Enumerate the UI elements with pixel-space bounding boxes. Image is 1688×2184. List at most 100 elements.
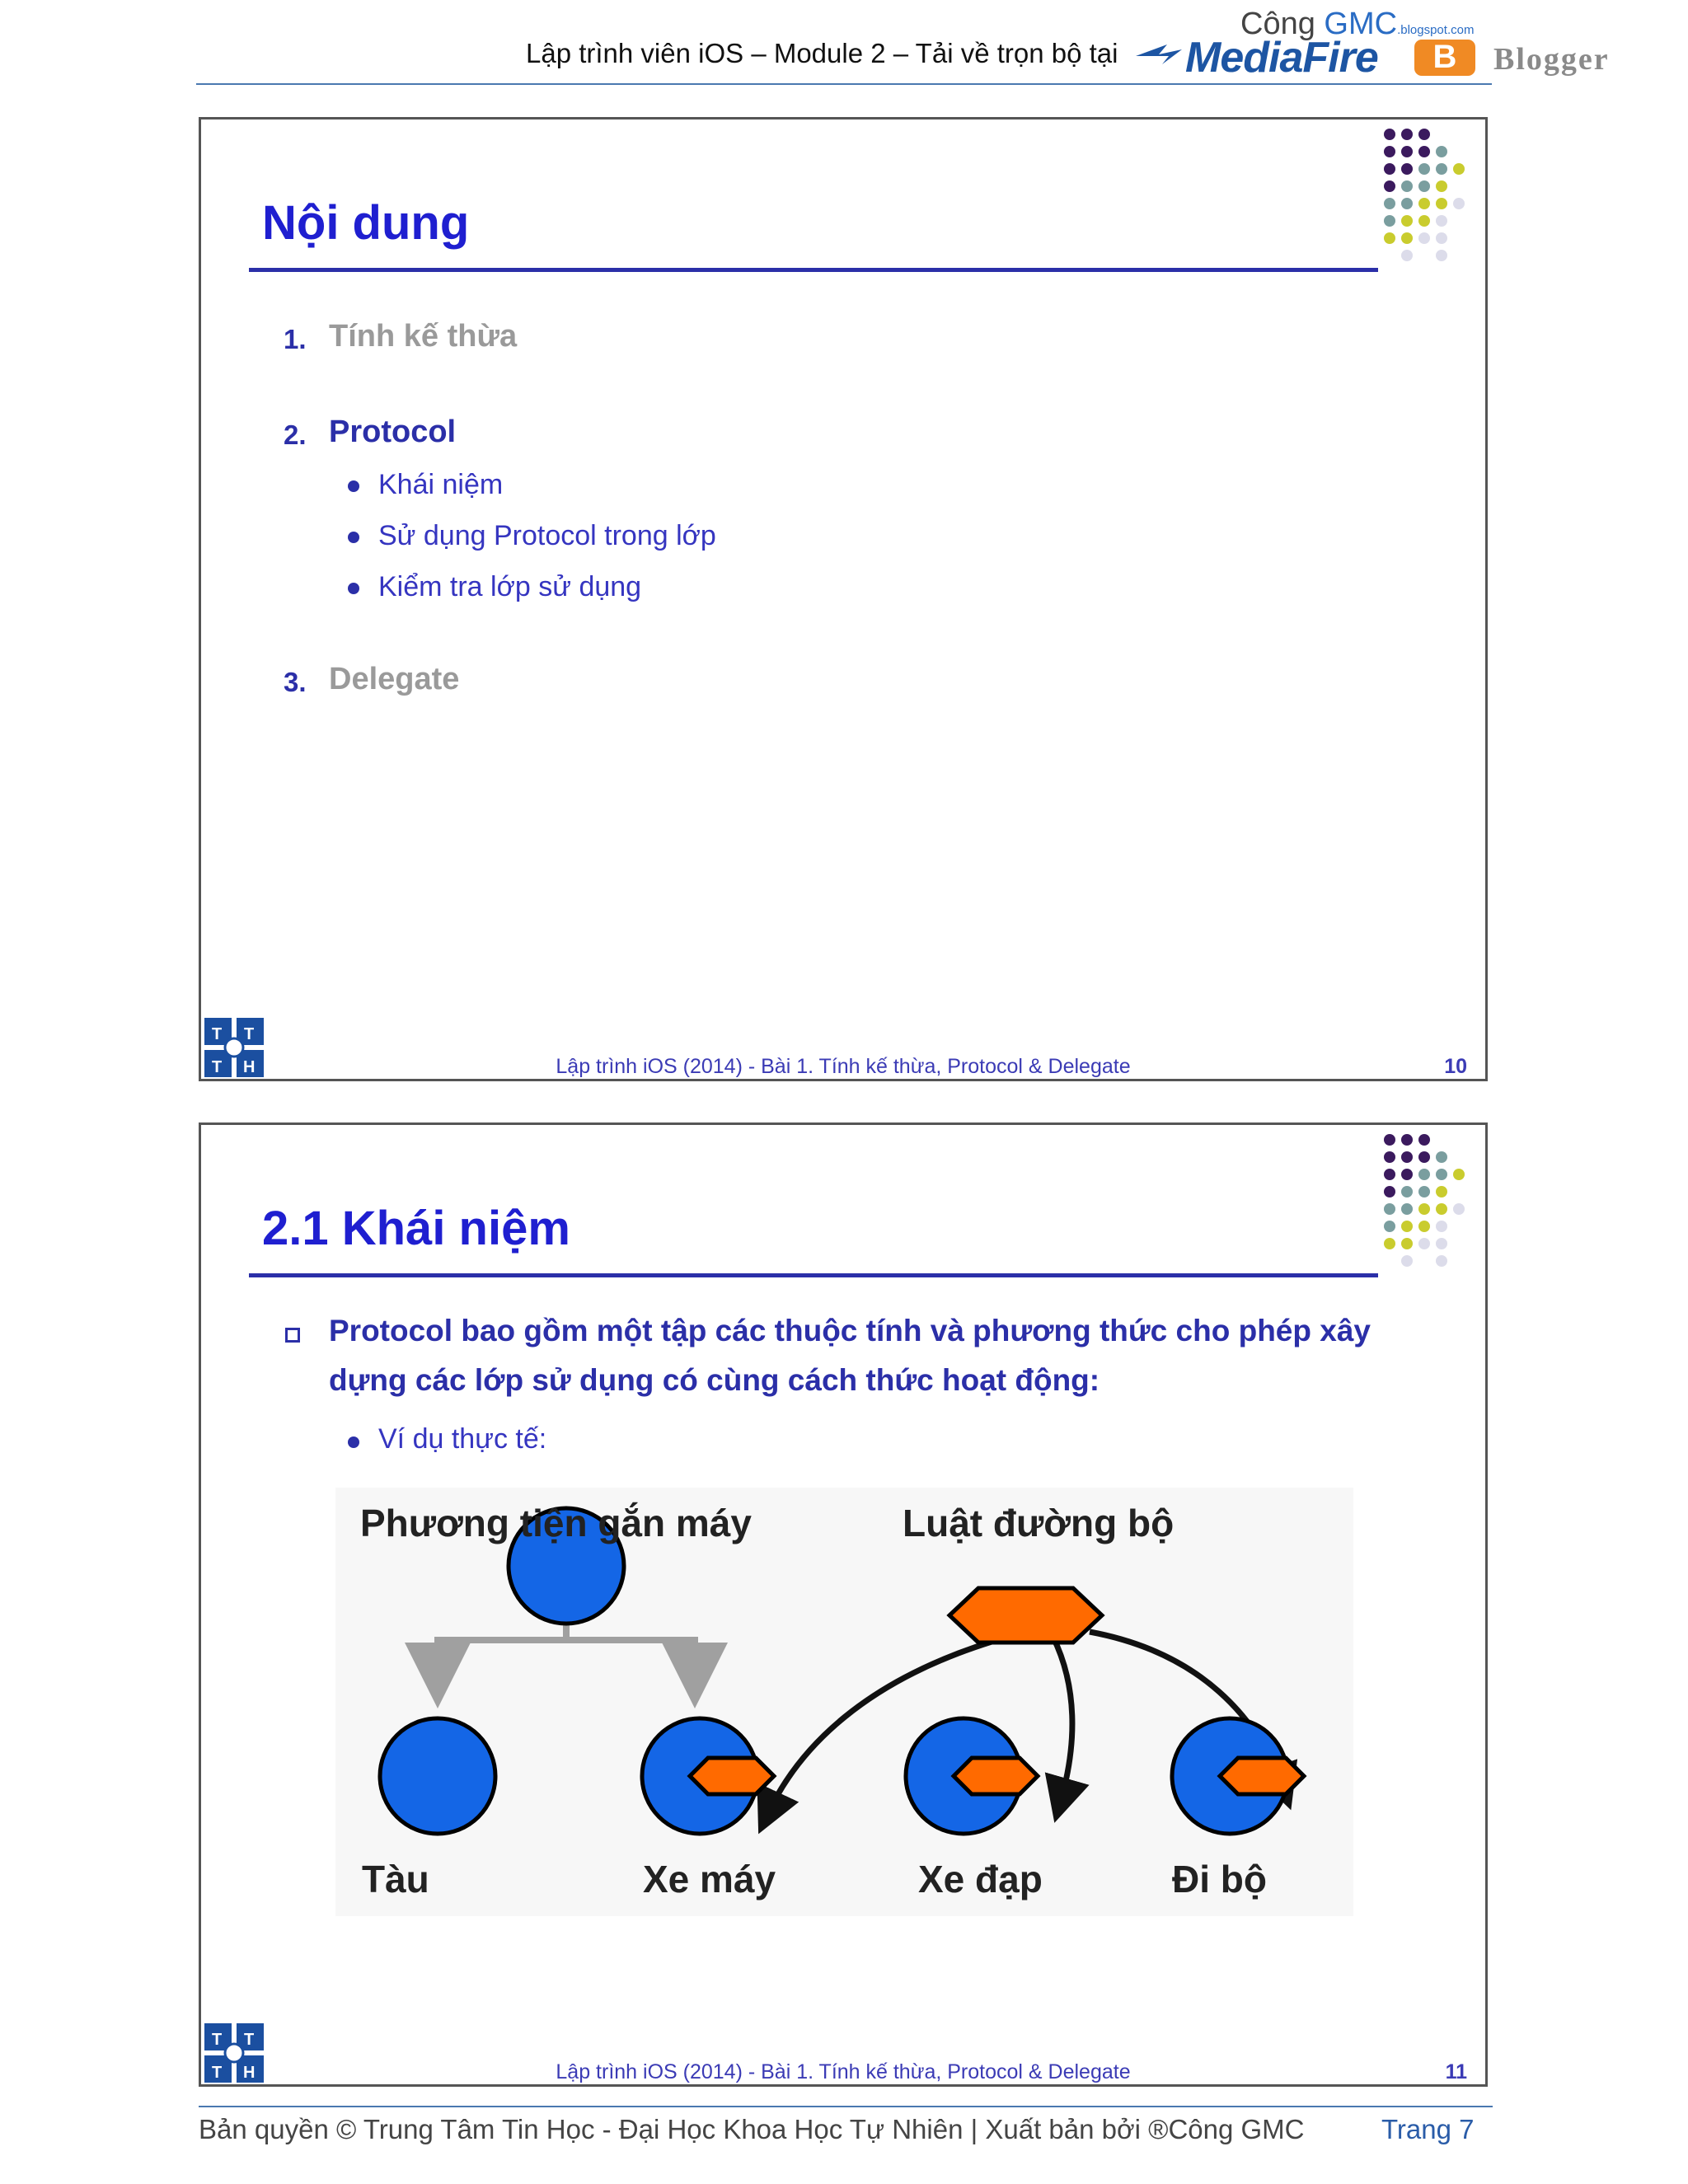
decorative-dot [1401, 250, 1413, 261]
decorative-dot [1436, 1186, 1447, 1197]
protocol-badge [950, 1755, 1041, 1797]
decorative-dot [1401, 1169, 1413, 1180]
decorative-dot [1384, 1221, 1395, 1232]
logo-letter: T [212, 1058, 222, 1076]
brand-cong-gmc: Công GMC.blogspot.com [1240, 7, 1474, 42]
decorative-dot [1401, 163, 1413, 175]
decorative-dot [1436, 198, 1447, 209]
example-label: Ví dụ thực tế: [378, 1423, 547, 1455]
decorative-dot [1384, 180, 1395, 192]
decorative-dot [1418, 1221, 1430, 1232]
decorative-dot [1401, 215, 1413, 227]
parent-class-node [506, 1506, 626, 1626]
decorative-dot [1401, 180, 1413, 192]
blogger-logo-text: Blogger [1493, 42, 1610, 77]
decorative-dot [1436, 163, 1447, 175]
decorative-dot [1418, 163, 1430, 175]
decorative-dot [1436, 215, 1447, 227]
decorative-dot [1418, 1134, 1430, 1146]
decorative-dot [1384, 1151, 1395, 1163]
footer-rule [199, 2106, 1493, 2107]
decorative-dot [1418, 1151, 1430, 1163]
bullet-icon [348, 583, 359, 594]
decorative-dot [1418, 1169, 1430, 1180]
decorative-dot [1418, 129, 1430, 140]
decorative-dot [1401, 1221, 1413, 1232]
decorative-dots-icon [1384, 129, 1465, 261]
label-road-law: Luật đường bộ [903, 1502, 1175, 1544]
protocol-badge [1217, 1755, 1307, 1797]
decorative-dot [1436, 1203, 1447, 1215]
brand-cong: Công [1240, 7, 1315, 41]
class-node-tau [377, 1716, 498, 1836]
decorative-dot [1418, 1203, 1430, 1215]
decorative-dot [1384, 1169, 1395, 1180]
decorative-dot [1384, 1186, 1395, 1197]
decorative-dot [1384, 163, 1395, 175]
tth-logo-icon: T T T H [204, 2023, 264, 2083]
decorative-dot [1401, 1151, 1413, 1163]
decorative-dot [1418, 232, 1430, 244]
protocol-node [946, 1586, 1105, 1645]
logo-letter: T [212, 2031, 222, 2049]
label-node: Xe máy [643, 1858, 776, 1900]
brand-blogspot: .blogspot.com [1397, 23, 1475, 37]
mediafire-swoosh-icon [1136, 45, 1182, 64]
decorative-dot [1436, 1238, 1447, 1249]
decorative-dot [1436, 1221, 1447, 1232]
decorative-dot [1453, 198, 1465, 209]
decorative-dot [1418, 198, 1430, 209]
protocol-badge [687, 1755, 777, 1797]
bullet-icon [348, 480, 359, 492]
copyright-footer: Bản quyền © Trung Tâm Tin Học - Đại Học … [199, 2114, 1305, 2144]
decorative-dot [1453, 1169, 1465, 1180]
bullet-icon [348, 532, 359, 543]
slide-title: 2.1 Khái niệm [262, 1202, 570, 1255]
decorative-dot [1384, 198, 1395, 209]
document-header: Lập trình viên iOS – Module 2 – Tải về t… [526, 38, 1118, 68]
slide-footer: Lập trình iOS (2014) - Bài 1. Tính kế th… [556, 2060, 1131, 2083]
decorative-dot [1418, 1186, 1430, 1197]
decorative-dots-icon [1384, 1134, 1465, 1267]
decorative-dot [1436, 146, 1447, 157]
label-vehicle-class: Phương tiện gắn máy [360, 1502, 752, 1544]
toc-subitem: Kiểm tra lớp sử dụng [378, 571, 642, 602]
toc-item-inheritance: Tính kế thừa [329, 319, 518, 354]
decorative-dot [1418, 146, 1430, 157]
slide-title: Nội dung [262, 196, 470, 250]
slide-page-number: 10 [1444, 1055, 1467, 1078]
page-number: Trang 7 [1381, 2114, 1475, 2144]
decorative-dot [1401, 1203, 1413, 1215]
decorative-dot [1436, 1151, 1447, 1163]
decorative-dot [1436, 180, 1447, 192]
decorative-dot [1401, 1238, 1413, 1249]
toc-subitem: Khái niệm [378, 469, 504, 500]
slide-page-number: 11 [1445, 2060, 1467, 2083]
toc-item-delegate: Delegate [329, 662, 460, 696]
toc-number: 1. [284, 324, 307, 354]
mediafire-logo: MediaFire [1185, 34, 1379, 82]
blogger-logo-icon: B [1414, 40, 1475, 76]
title-rule [249, 268, 1378, 272]
decorative-dot [1453, 1203, 1465, 1215]
decorative-dot [1401, 146, 1413, 157]
decorative-dot [1384, 1203, 1395, 1215]
decorative-dot [1384, 232, 1395, 244]
protocol-diagram: Phương tiện gắn máy Luật đường bộ Tàu Xe… [335, 1488, 1353, 1916]
decorative-dot [1436, 232, 1447, 244]
toc-number: 2. [284, 419, 307, 450]
decorative-dot [1418, 1238, 1430, 1249]
decorative-dot [1436, 250, 1447, 261]
toc-item-protocol: Protocol [329, 415, 457, 449]
toc-number: 3. [284, 667, 307, 697]
decorative-dot [1401, 129, 1413, 140]
decorative-dot [1384, 1134, 1395, 1146]
label-node: Đi bộ [1172, 1858, 1267, 1900]
logo-letter: T [244, 1025, 254, 1043]
decorative-dot [1384, 215, 1395, 227]
checkbox-bullet-icon [285, 1328, 300, 1343]
decorative-dot [1418, 215, 1430, 227]
decorative-dot [1436, 1169, 1447, 1180]
brand-gmc: GMC [1324, 7, 1398, 41]
label-node: Xe đạp [918, 1858, 1043, 1900]
